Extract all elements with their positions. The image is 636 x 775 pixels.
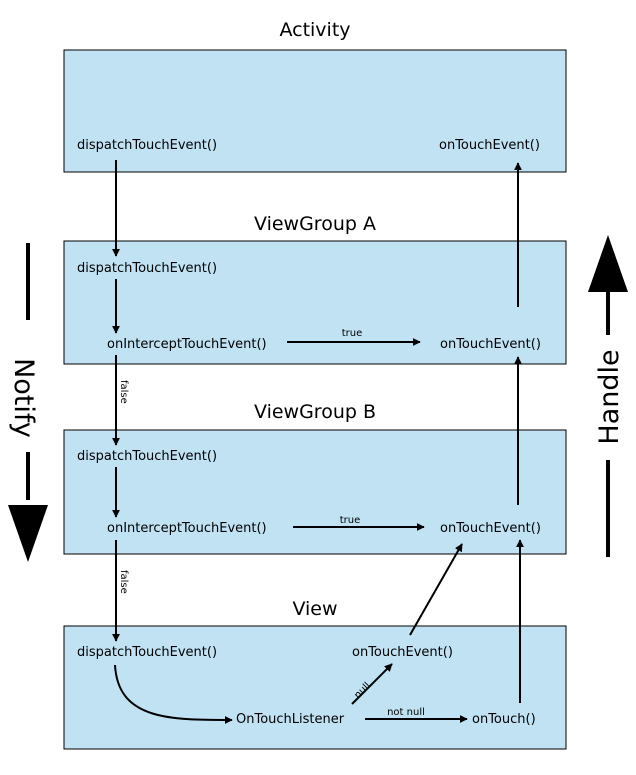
activity-title: Activity	[279, 19, 350, 41]
edge-label-false-b: false	[118, 570, 129, 594]
viewgroup-a-box	[63, 240, 567, 365]
handle-label: Handle	[594, 349, 625, 444]
view-box	[63, 625, 567, 750]
view-on-touch-event: onTouchEvent()	[352, 645, 453, 660]
activity-box	[63, 49, 567, 173]
arrow-listener-null	[351, 663, 393, 705]
view-on-touch-listener: OnTouchListener	[236, 712, 345, 727]
viewgroup-a-on-touch-event: onTouchEvent()	[440, 337, 541, 352]
edge-label-true-b: true	[340, 515, 361, 526]
viewgroup-b-on-touch-event: onTouchEvent()	[440, 521, 541, 536]
viewgroup-a-title: ViewGroup A	[254, 213, 376, 235]
viewgroup-a-on-intercept-touch-event: onInterceptTouchEvent()	[107, 337, 267, 352]
notify-label: Notify	[8, 358, 39, 438]
activity-on-touch-event: onTouchEvent()	[439, 138, 540, 153]
arrow-view-ontouch-to-b-ontouch	[409, 543, 463, 636]
viewgroup-a-dispatch-touch-event: dispatchTouchEvent()	[77, 261, 217, 276]
notify-arrow-head	[8, 505, 48, 562]
view-title: View	[292, 598, 337, 620]
handle-arrow-head	[588, 235, 628, 292]
viewgroup-b-box	[63, 429, 567, 555]
edge-label-true-a: true	[342, 328, 363, 339]
activity-dispatch-touch-event: dispatchTouchEvent()	[77, 138, 217, 153]
arrow-dispatch-to-listener	[114, 664, 233, 724]
view-dispatch-touch-event: dispatchTouchEvent()	[77, 645, 217, 660]
viewgroup-b-on-intercept-touch-event: onInterceptTouchEvent()	[107, 521, 267, 536]
edge-label-false-a: false	[118, 380, 129, 404]
edge-label-not-null: not null	[387, 707, 425, 718]
view-on-touch: onTouch()	[472, 712, 536, 727]
viewgroup-b-dispatch-touch-event: dispatchTouchEvent()	[77, 449, 217, 464]
viewgroup-b-title: ViewGroup B	[254, 401, 376, 423]
